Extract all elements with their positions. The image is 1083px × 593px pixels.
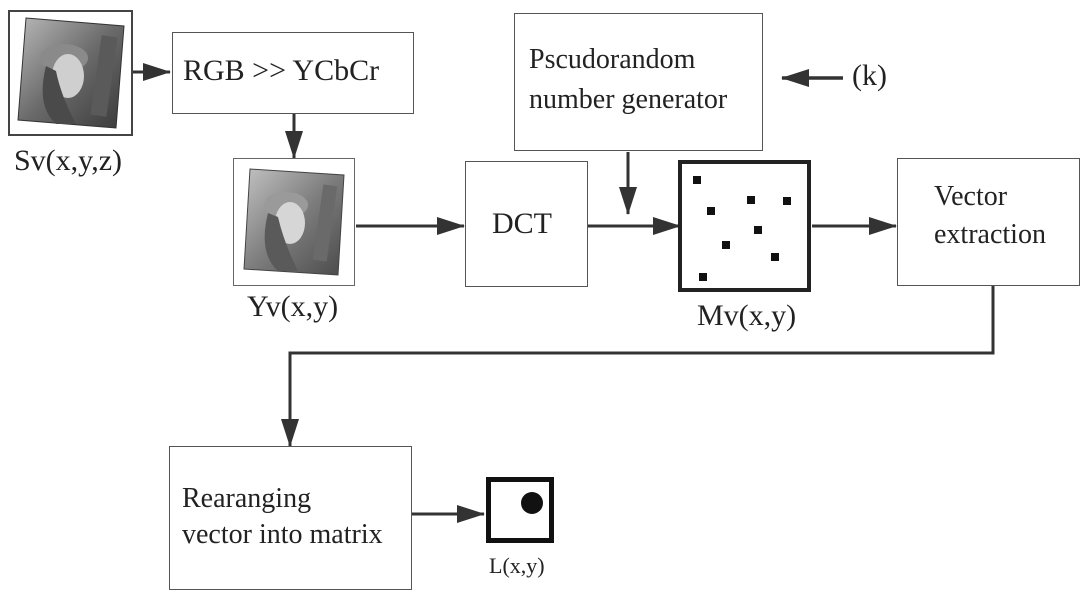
- vector-extraction-label-line1: Vector: [934, 181, 1008, 212]
- mv-dot: [747, 196, 755, 204]
- mv-dot: [699, 273, 707, 281]
- yv-image-frame: [233, 158, 355, 286]
- l-label: L(x,y): [489, 553, 545, 578]
- yv-photo: [243, 168, 345, 276]
- l-matrix: [486, 477, 554, 543]
- prng-block: Pscudorandom number generator: [514, 13, 763, 151]
- rearrange-block: Rearanging vector into matrix: [169, 446, 412, 590]
- mv-dot: [693, 176, 701, 184]
- mv-dot: [754, 226, 762, 234]
- mv-dot: [722, 241, 730, 249]
- prng-label-line1: Pscudorandom: [529, 44, 696, 75]
- arrow-vector-to-rearrange: [281, 286, 995, 447]
- l-dot: [521, 492, 543, 514]
- sv-photo: [17, 17, 125, 129]
- mv-dot: [783, 197, 791, 205]
- mv-label: Mv(x,y): [697, 299, 797, 332]
- rgb-to-ycbcr-block: RGB >> YCbCr: [172, 32, 414, 114]
- mv-dot: [771, 253, 779, 261]
- vector-extraction-block: Vector extraction: [897, 158, 1080, 286]
- yv-label: Yv(x,y): [247, 290, 339, 323]
- dct-label: DCT: [492, 207, 552, 240]
- rgb-to-ycbcr-label: RGB >> YCbCr: [183, 54, 380, 87]
- mv-dot: [707, 207, 715, 215]
- key-label: (k): [852, 59, 887, 92]
- mv-matrix: [678, 160, 811, 292]
- rearrange-label-line2: vector into matrix: [182, 519, 383, 550]
- sv-label: Sv(x,y,z): [14, 144, 123, 177]
- rearrange-label-line1: Rearanging: [182, 483, 312, 514]
- vector-extraction-label-line2: extraction: [934, 219, 1046, 250]
- dct-block: DCT: [465, 161, 588, 287]
- prng-label-line2: number generator: [529, 84, 728, 115]
- sv-image-frame: [8, 10, 133, 136]
